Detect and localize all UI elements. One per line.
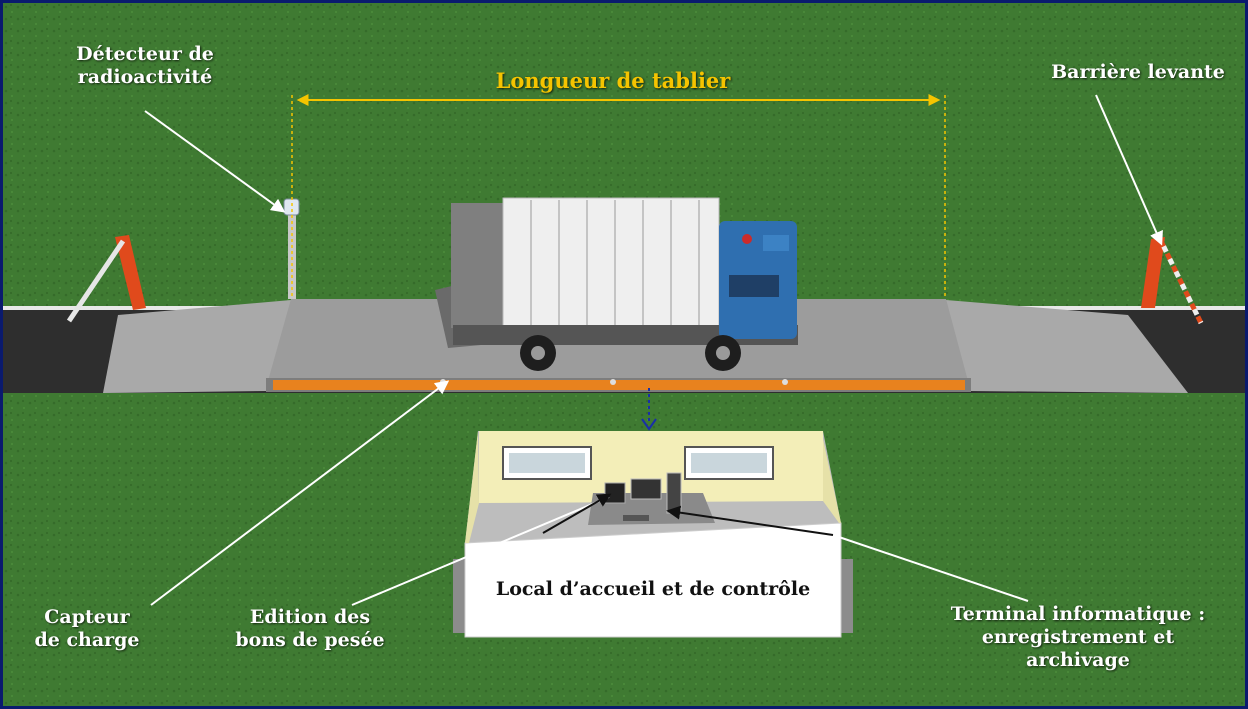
radiation-detector-label-line1: Détecteur de	[76, 43, 214, 65]
deck-length-label: Longueur de tablier	[495, 68, 731, 93]
deck-length-dimension	[291, 94, 946, 299]
terminal-label: Terminal informatique : enregistrement e…	[919, 603, 1237, 672]
load-sensor-label-line2: de charge	[34, 629, 140, 651]
office-label: Local d’accueil et de contrôle	[495, 578, 811, 600]
scene-illustration	[3, 3, 1245, 706]
load-sensor-label-line1: Capteur	[44, 606, 130, 628]
barrier-gate-right	[1141, 237, 1204, 325]
connector-arrow	[641, 388, 657, 431]
terminal-label-line1: Terminal informatique :	[950, 603, 1206, 625]
ticket-printing-label: Edition des bons de pesée	[215, 606, 405, 652]
load-sensor-label: Capteur de charge	[17, 606, 157, 652]
barrier-label: Barrière levante	[1051, 61, 1225, 83]
radiation-detector-label: Détecteur de radioactivité	[55, 43, 235, 89]
right-ramp	[946, 300, 1188, 393]
barrier-gate-left	[66, 235, 146, 323]
ticket-printing-label-line2: bons de pesée	[235, 629, 385, 651]
truck	[435, 197, 798, 371]
radiation-detector-label-line2: radioactivité	[77, 66, 213, 88]
computer-terminal	[623, 472, 682, 521]
ticket-printer	[604, 482, 626, 504]
weighbridge-office	[453, 431, 853, 638]
ticket-printing-label-line1: Edition des	[249, 606, 371, 628]
load-sensor-beam	[273, 379, 965, 390]
left-ramp	[103, 300, 291, 393]
terminal-label-line3: archivage	[1026, 649, 1130, 671]
annotation-arrows	[144, 94, 1163, 606]
terminal-label-line2: enregistrement et	[981, 626, 1175, 648]
